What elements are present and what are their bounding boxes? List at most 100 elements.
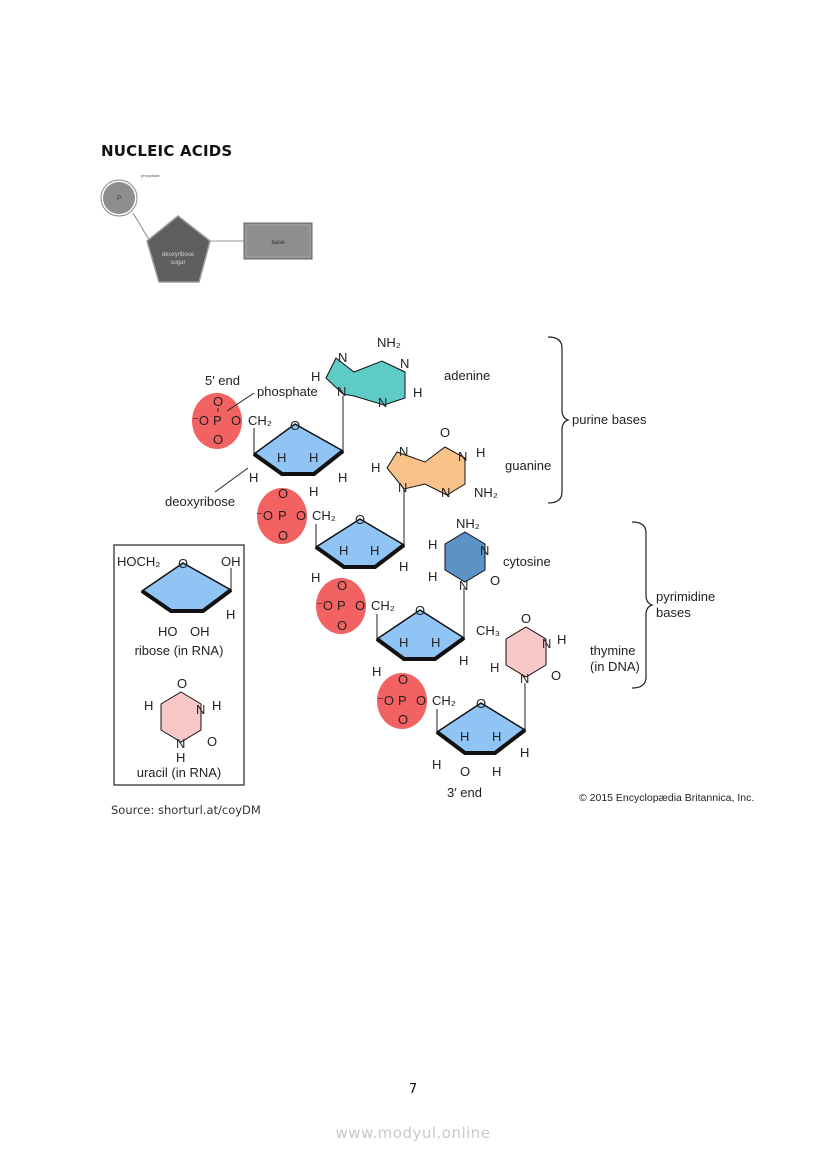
rna-inset-box bbox=[113, 544, 245, 786]
atom-NH2: NH₂ bbox=[377, 335, 401, 350]
ring-oxygen: O bbox=[476, 696, 486, 711]
atom-H: H bbox=[226, 607, 235, 622]
atom-CH2: CH₂ bbox=[312, 508, 336, 523]
atom-P: P bbox=[398, 693, 407, 708]
schematic-phosphate-caption: phosphate bbox=[141, 173, 160, 178]
atom-H: H bbox=[311, 570, 320, 585]
ring-front-edge bbox=[435, 728, 527, 755]
atom-CH2: CH₂ bbox=[248, 413, 272, 428]
phosphate-group-3 bbox=[316, 578, 366, 634]
atom-negO: ⁻O bbox=[256, 508, 273, 523]
atom-H: H bbox=[431, 635, 440, 650]
pyrimidine-label-2: bases bbox=[656, 605, 691, 620]
atom-H: H bbox=[460, 729, 469, 744]
atom-P: P bbox=[337, 598, 346, 613]
atom-O: O bbox=[213, 394, 223, 409]
atom-O: O bbox=[278, 486, 288, 501]
purine-brace bbox=[547, 336, 570, 504]
atom-N: N bbox=[337, 384, 346, 399]
atom-H: H bbox=[311, 369, 320, 384]
ribose-label: ribose (in RNA) bbox=[135, 643, 224, 658]
atom-H: H bbox=[339, 543, 348, 558]
schematic-phosphate-symbol: P bbox=[117, 196, 121, 202]
cytosine-label: cytosine bbox=[503, 554, 551, 569]
page-number: 7 bbox=[408, 1082, 418, 1097]
atom-H: H bbox=[432, 757, 441, 772]
ring-oxygen: O bbox=[178, 556, 188, 571]
atom-H: H bbox=[371, 460, 380, 475]
atom-OH: OH bbox=[190, 624, 210, 639]
atom-P: P bbox=[213, 413, 222, 428]
atom-H: H bbox=[492, 729, 501, 744]
atom-N: N bbox=[520, 671, 529, 686]
source-citation: Source: shorturl.at/coyDM bbox=[111, 803, 261, 817]
page-title: NUCLEIC ACIDS bbox=[101, 142, 233, 160]
dna-strand-figure: 5′ end O ⁻O P O O CH₂ phosphate O H H H … bbox=[113, 335, 754, 804]
atom-N: N bbox=[441, 485, 450, 500]
atom-HOCH2: HOCH₂ bbox=[117, 554, 160, 569]
atom-O: O bbox=[278, 528, 288, 543]
atom-N: N bbox=[399, 444, 408, 459]
schematic-phosphate-inner bbox=[103, 182, 135, 214]
guanine-ring bbox=[386, 446, 466, 496]
ring-oxygen: O bbox=[355, 512, 365, 527]
atom-O: O bbox=[521, 611, 531, 626]
thymine-ring bbox=[505, 626, 547, 678]
phosphate-group-2 bbox=[257, 488, 307, 544]
atom-O: O bbox=[416, 693, 426, 708]
atom-H: H bbox=[212, 698, 221, 713]
atom-O: O bbox=[551, 668, 561, 683]
atom-H: H bbox=[249, 470, 258, 485]
deoxyribose-pointer bbox=[214, 467, 249, 493]
atom-H: H bbox=[372, 664, 381, 679]
ring-front-edge bbox=[314, 543, 406, 569]
atom-H: H bbox=[428, 537, 437, 552]
atom-H: H bbox=[309, 484, 318, 499]
atom-H: H bbox=[176, 750, 185, 765]
atom-N: N bbox=[378, 395, 387, 410]
schematic-base-box bbox=[243, 222, 313, 260]
atom-O: O bbox=[296, 508, 306, 523]
atom-H: H bbox=[370, 543, 379, 558]
pyrimidine-label-1: pyrimidine bbox=[656, 589, 715, 604]
atom-NH2: NH₂ bbox=[474, 485, 498, 500]
atom-CH2: CH₂ bbox=[432, 693, 456, 708]
schematic-base-box-inner bbox=[245, 224, 311, 258]
atom-O: O bbox=[398, 712, 408, 727]
atom-O: O bbox=[231, 413, 241, 428]
watermark: www.modyul.online bbox=[335, 1124, 491, 1142]
adenine-ring bbox=[325, 357, 406, 406]
atom-H: H bbox=[490, 660, 499, 675]
atom-HO: HO bbox=[158, 624, 178, 639]
phosphate-group-1 bbox=[192, 393, 242, 449]
atom-H: H bbox=[413, 385, 422, 400]
thymine-label-1: thymine bbox=[590, 643, 636, 658]
atom-CH3: CH₃ bbox=[476, 623, 500, 638]
deoxyribose-label: deoxyribose bbox=[165, 494, 235, 509]
atom-H: H bbox=[277, 450, 286, 465]
atom-OH: OH bbox=[221, 554, 241, 569]
atom-N: N bbox=[542, 636, 551, 651]
atom-N: N bbox=[338, 350, 347, 365]
atom-O: O bbox=[460, 764, 470, 779]
schematic-sugar-label-1: deoxyribose bbox=[162, 252, 195, 258]
five-prime-end-label: 5′ end bbox=[205, 373, 240, 388]
atom-CH2: CH₂ bbox=[371, 598, 395, 613]
nucleotide-schematic: phosphate P deoxyribose sugar base bbox=[100, 173, 313, 283]
atom-negO: ⁻O bbox=[377, 693, 394, 708]
atom-H: H bbox=[557, 632, 566, 647]
atom-NH2: NH₂ bbox=[456, 516, 480, 531]
thymine-label-2: (in DNA) bbox=[590, 659, 640, 674]
atom-negO: ⁻O bbox=[316, 598, 333, 613]
uracil-ring bbox=[160, 691, 202, 743]
atom-O: O bbox=[337, 618, 347, 633]
phosphate-group-4 bbox=[377, 673, 427, 729]
atom-H: H bbox=[399, 559, 408, 574]
atom-N: N bbox=[196, 702, 205, 717]
atom-H: H bbox=[399, 635, 408, 650]
atom-N: N bbox=[400, 356, 409, 371]
ring-oxygen: O bbox=[415, 603, 425, 618]
atom-H: H bbox=[338, 470, 347, 485]
ring-front-edge bbox=[375, 636, 466, 661]
atom-H: H bbox=[476, 445, 485, 460]
